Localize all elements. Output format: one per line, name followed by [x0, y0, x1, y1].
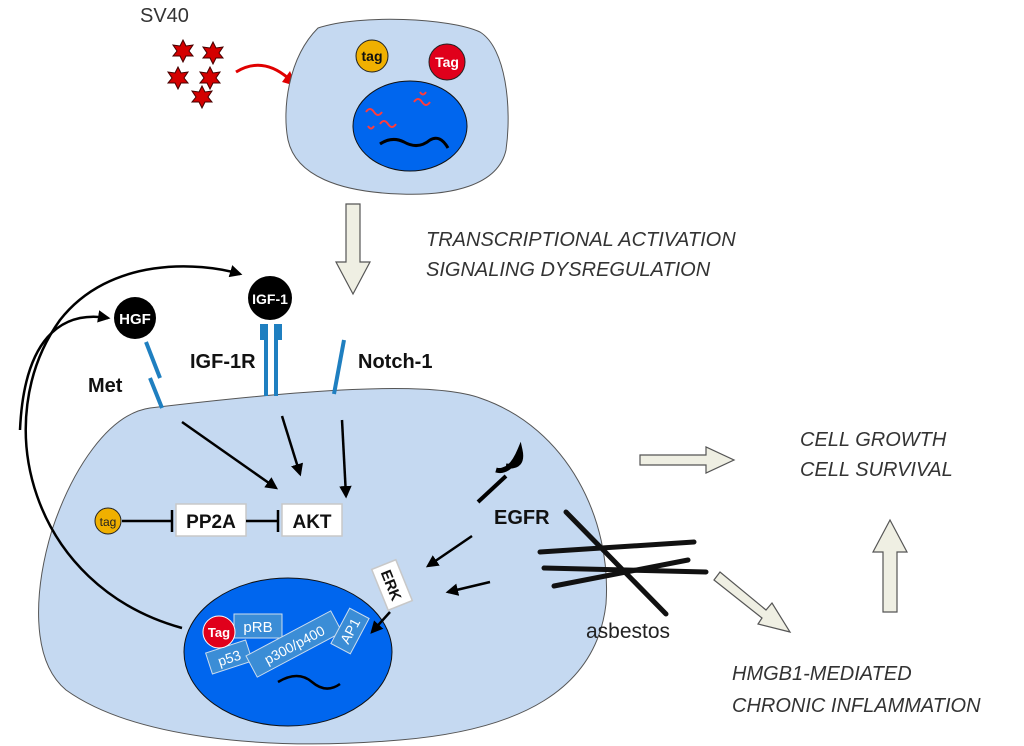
nuclear-complex: p53 pRB p300/p400 AP1 Tag	[202, 607, 370, 678]
hgf-label: HGF	[119, 311, 151, 328]
large-t-antigen-nucleus	[202, 615, 236, 649]
met-receptor	[144, 341, 164, 409]
infection-arrow	[235, 63, 289, 80]
akt-label: AKT	[292, 512, 331, 533]
growth-line1: CELL GROWTH	[800, 429, 947, 451]
asbestos-to-erk-arrow	[445, 580, 491, 596]
large-t-antigen-top	[428, 43, 466, 81]
pp2a-label: PP2A	[186, 512, 236, 533]
virus-particle	[201, 40, 225, 66]
egfr-stem	[476, 474, 508, 504]
virus-particles	[166, 38, 225, 110]
sv40-label: SV40	[140, 5, 189, 27]
large-t-antigen-nucleus-label: Tag	[208, 625, 230, 640]
host-dna	[379, 136, 450, 149]
notch1-to-akt-arrow	[339, 419, 352, 499]
growth-line2: CELL SURVIVAL	[800, 459, 953, 481]
inflammation-line1: HMGB1-MEDIATED	[732, 663, 912, 685]
akt-box	[281, 503, 343, 537]
asbestos-fibers	[537, 509, 709, 617]
down-arrow	[335, 203, 371, 296]
egfr-receptor	[495, 441, 524, 474]
pp2a-box	[175, 503, 247, 537]
large-t-antigen-top-label: Tag	[435, 54, 459, 70]
igf1r-to-akt-arrow	[280, 415, 304, 477]
small-t-antigen-top-label: tag	[362, 48, 383, 64]
prb-block	[233, 613, 283, 639]
feedback-arrow-igf1	[24, 265, 243, 630]
up-arrow	[872, 518, 908, 613]
growth-arrow	[639, 446, 736, 474]
igf1r-receptor	[260, 324, 282, 396]
prb-label: pRB	[243, 619, 272, 636]
p300-block	[245, 610, 343, 678]
inflammation-arrow	[713, 571, 792, 633]
egfr-to-erk-arrow	[425, 534, 473, 568]
egfr-label: EGFR	[494, 507, 550, 529]
main-cell	[38, 388, 608, 745]
virus-particle	[171, 38, 195, 64]
igf1-ligand	[248, 276, 292, 320]
process-line1: TRANSCRIPTIONAL ACTIVATION	[426, 229, 736, 251]
viral-dna-fragments	[365, 91, 431, 130]
met-label: Met	[88, 375, 123, 397]
process-line2: SIGNALING DYSREGULATION	[426, 259, 711, 281]
top-cell-nucleus	[352, 80, 468, 172]
notch1-label: Notch-1	[358, 351, 432, 373]
small-t-antigen-main-label: tag	[100, 515, 117, 529]
nucleus-dna	[277, 674, 341, 690]
igf1r-label: IGF-1R	[190, 351, 256, 373]
virus-particle	[198, 65, 222, 91]
hgf-ligand	[114, 297, 156, 339]
feedback-arrow-hgf	[18, 310, 111, 431]
p53-label: p53	[216, 647, 243, 670]
small-t-antigen-top	[355, 39, 389, 73]
erk-box	[370, 558, 414, 612]
asbestos-label: asbestos	[586, 620, 670, 643]
virus-particle	[166, 65, 190, 91]
ap1-block	[330, 607, 370, 655]
igf1-label: IGF-1	[252, 291, 288, 307]
inflammation-line2: CHRONIC INFLAMMATION	[732, 695, 981, 717]
erk-to-ap1-arrow	[370, 611, 391, 634]
notch1-receptor	[332, 339, 346, 395]
met-to-akt-arrow	[181, 420, 279, 490]
virus-particle	[190, 84, 214, 110]
small-t-antigen-main	[94, 507, 122, 535]
